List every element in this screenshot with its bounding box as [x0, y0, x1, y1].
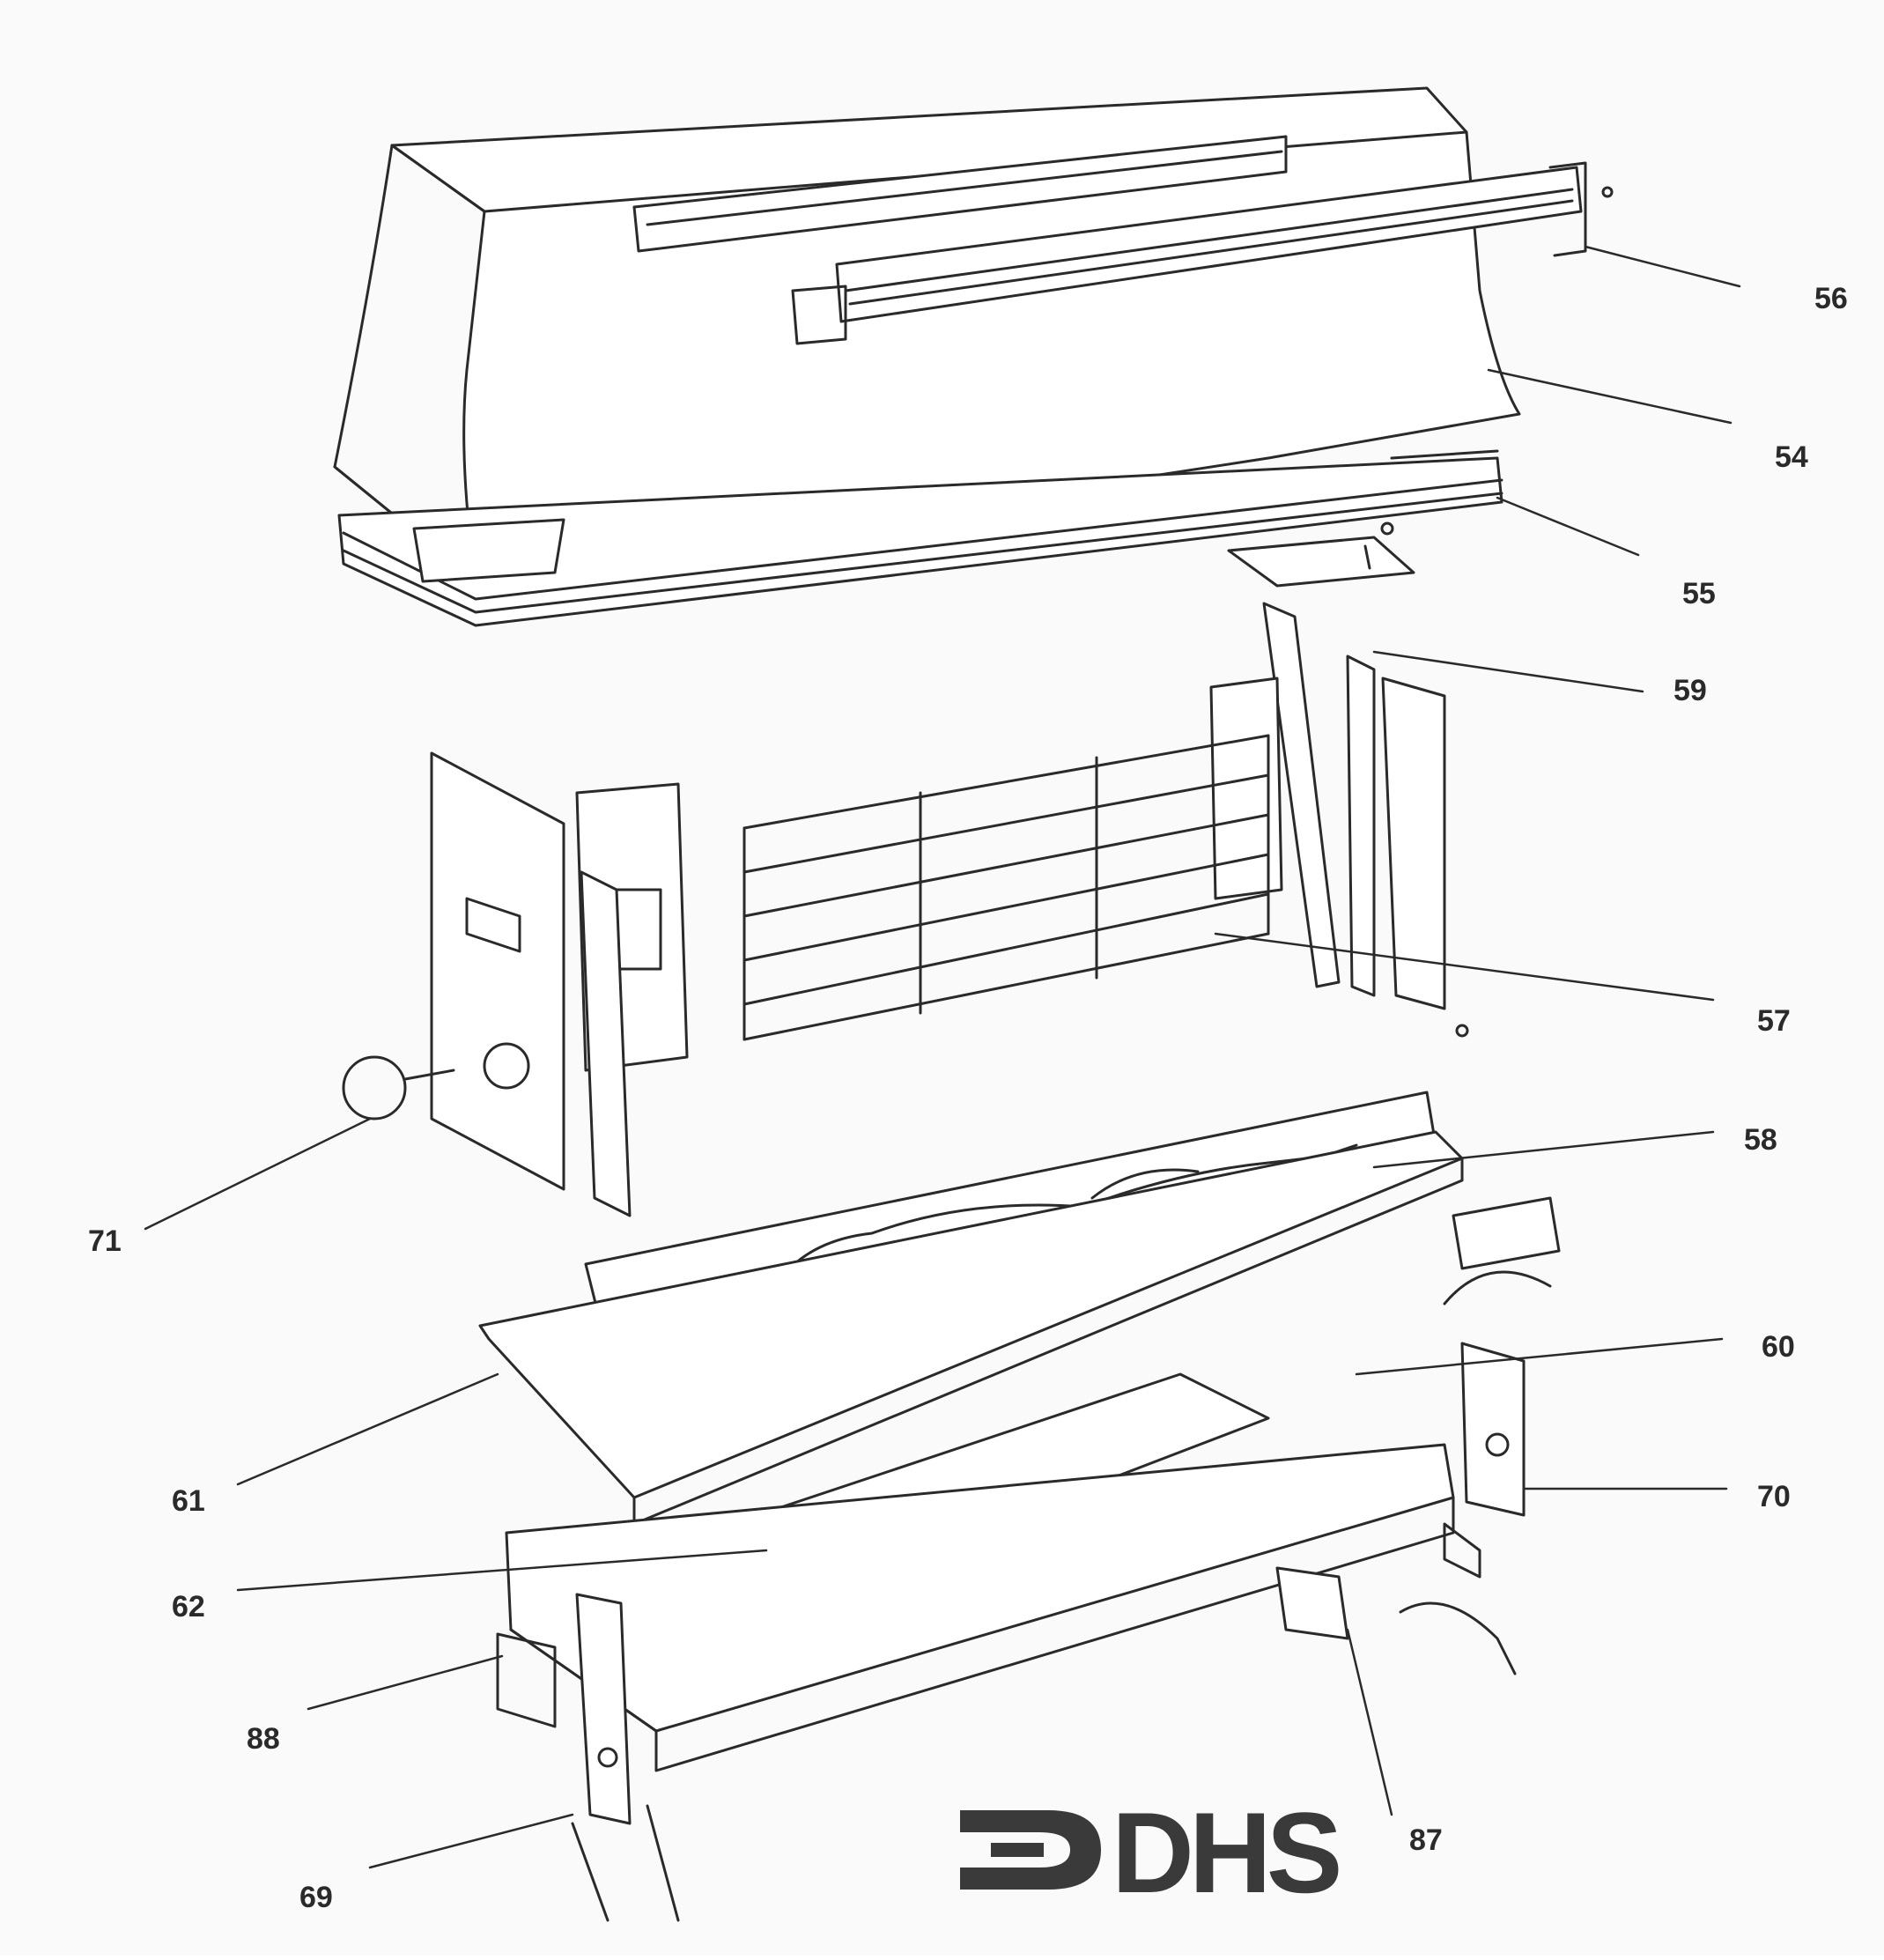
leader-59 [1372, 650, 1644, 693]
leader-lines [144, 245, 1741, 1869]
callout-60: 60 [1762, 1330, 1795, 1364]
part-60-clip [1443, 1196, 1561, 1305]
dhs-logo-text: DHS [1112, 1788, 1339, 1917]
leader-61 [236, 1372, 499, 1486]
leader-56 [1584, 245, 1741, 288]
part-55-frame [337, 449, 1504, 627]
part-61-tray [478, 1130, 1464, 1526]
part-56-louvre-grille [632, 135, 1614, 345]
part-69-leg-left [571, 1593, 680, 1922]
callout-87: 87 [1409, 1823, 1443, 1857]
part-87-strap [1275, 1566, 1349, 1640]
part-70-leg-right [1399, 1342, 1526, 1675]
leader-57 [1214, 932, 1715, 1002]
leader-87 [1346, 1628, 1393, 1816]
callout-61: 61 [172, 1484, 205, 1518]
leader-88 [307, 1654, 504, 1711]
callout-58: 58 [1744, 1123, 1777, 1157]
leader-71 [144, 1117, 372, 1231]
leader-54 [1487, 368, 1733, 425]
leader-69 [368, 1813, 574, 1869]
callout-71: 71 [88, 1224, 122, 1258]
callout-62: 62 [172, 1590, 205, 1623]
dhs-logo-mark [960, 1810, 1101, 1890]
part-59-bracket-right [1209, 521, 1469, 1038]
leader-62 [236, 1549, 768, 1592]
callout-55: 55 [1682, 577, 1716, 610]
callout-70: 70 [1757, 1480, 1791, 1513]
left-side-panel [342, 518, 689, 1217]
callout-57: 57 [1757, 1004, 1791, 1038]
callout-69: 69 [299, 1881, 333, 1914]
leader-58 [1372, 1130, 1715, 1169]
dhs-logo: DHS [960, 1788, 1344, 1917]
leader-55 [1496, 496, 1640, 557]
callout-59: 59 [1673, 674, 1707, 707]
part-88-base-frame [496, 1443, 1455, 1772]
part-57-grate [743, 734, 1270, 1041]
callout-88: 88 [247, 1722, 280, 1756]
callout-56: 56 [1814, 282, 1848, 315]
leader-60 [1355, 1337, 1724, 1376]
callout-54: 54 [1775, 440, 1808, 474]
callout-labels: 56 54 55 59 57 58 71 60 70 61 62 88 87 6… [88, 282, 1848, 1914]
